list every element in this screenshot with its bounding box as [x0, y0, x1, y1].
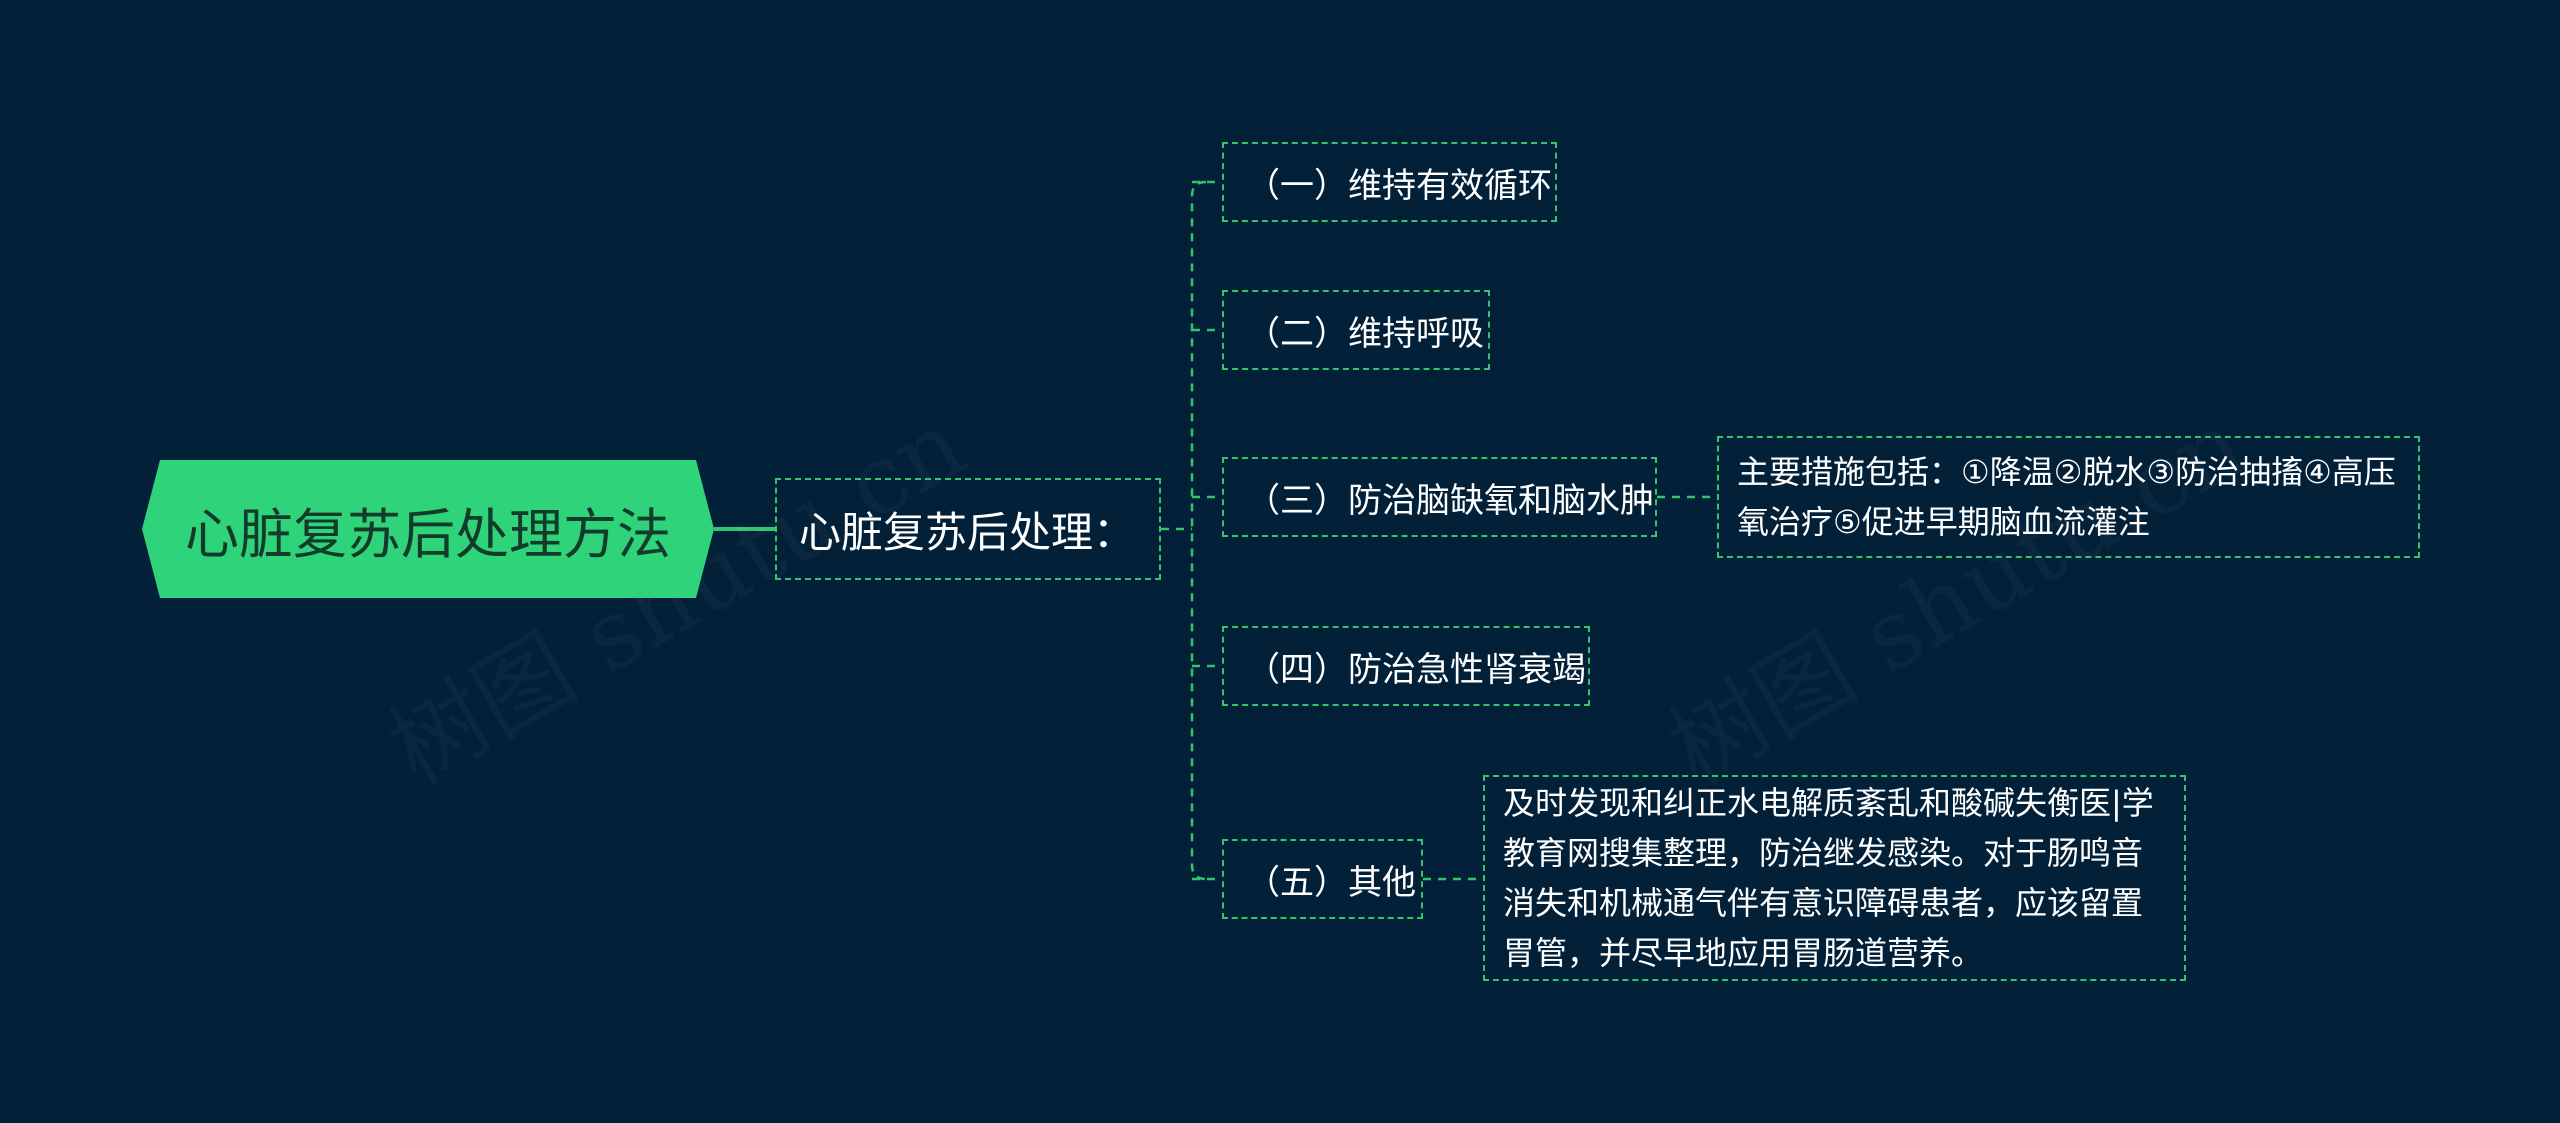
branch-node-5[interactable]: （五）其他: [1222, 839, 1423, 919]
root-node[interactable]: 心脏复苏后处理方法: [142, 460, 714, 598]
branch-label: （五）其他: [1246, 862, 1416, 903]
branch-node-4[interactable]: （四）防治急性肾衰竭: [1222, 626, 1590, 706]
branch-label: （一）维持有效循环: [1246, 165, 1552, 206]
branch-label: （四）防治急性肾衰竭: [1246, 649, 1586, 690]
detail-node-3[interactable]: 主要措施包括：①降温②脱水③防治抽搐④高压氧治疗⑤促进早期脑血流灌注: [1717, 436, 2420, 558]
detail-text: 及时发现和纠正水电解质紊乱和酸碱失衡医|学教育网搜集整理，防治继发感染。对于肠鸣…: [1503, 784, 2154, 972]
branch-node-1[interactable]: （一）维持有效循环: [1222, 142, 1557, 222]
root-label: 心脏复苏后处理方法: [185, 502, 671, 566]
branch-node-2[interactable]: （二）维持呼吸: [1222, 290, 1490, 370]
branch-node-3[interactable]: （三）防治脑缺氧和脑水肿: [1222, 457, 1657, 537]
main-node[interactable]: 心脏复苏后处理：: [775, 478, 1161, 580]
detail-text: 主要措施包括：①降温②脱水③防治抽搐④高压氧治疗⑤促进早期脑血流灌注: [1737, 453, 2396, 541]
branch-label: （三）防治脑缺氧和脑水肿: [1246, 480, 1654, 521]
main-label: 心脏复苏后处理：: [799, 507, 1136, 557]
branch-label: （二）维持呼吸: [1246, 313, 1484, 354]
detail-node-5[interactable]: 及时发现和纠正水电解质紊乱和酸碱失衡医|学教育网搜集整理，防治继发感染。对于肠鸣…: [1483, 775, 2186, 981]
